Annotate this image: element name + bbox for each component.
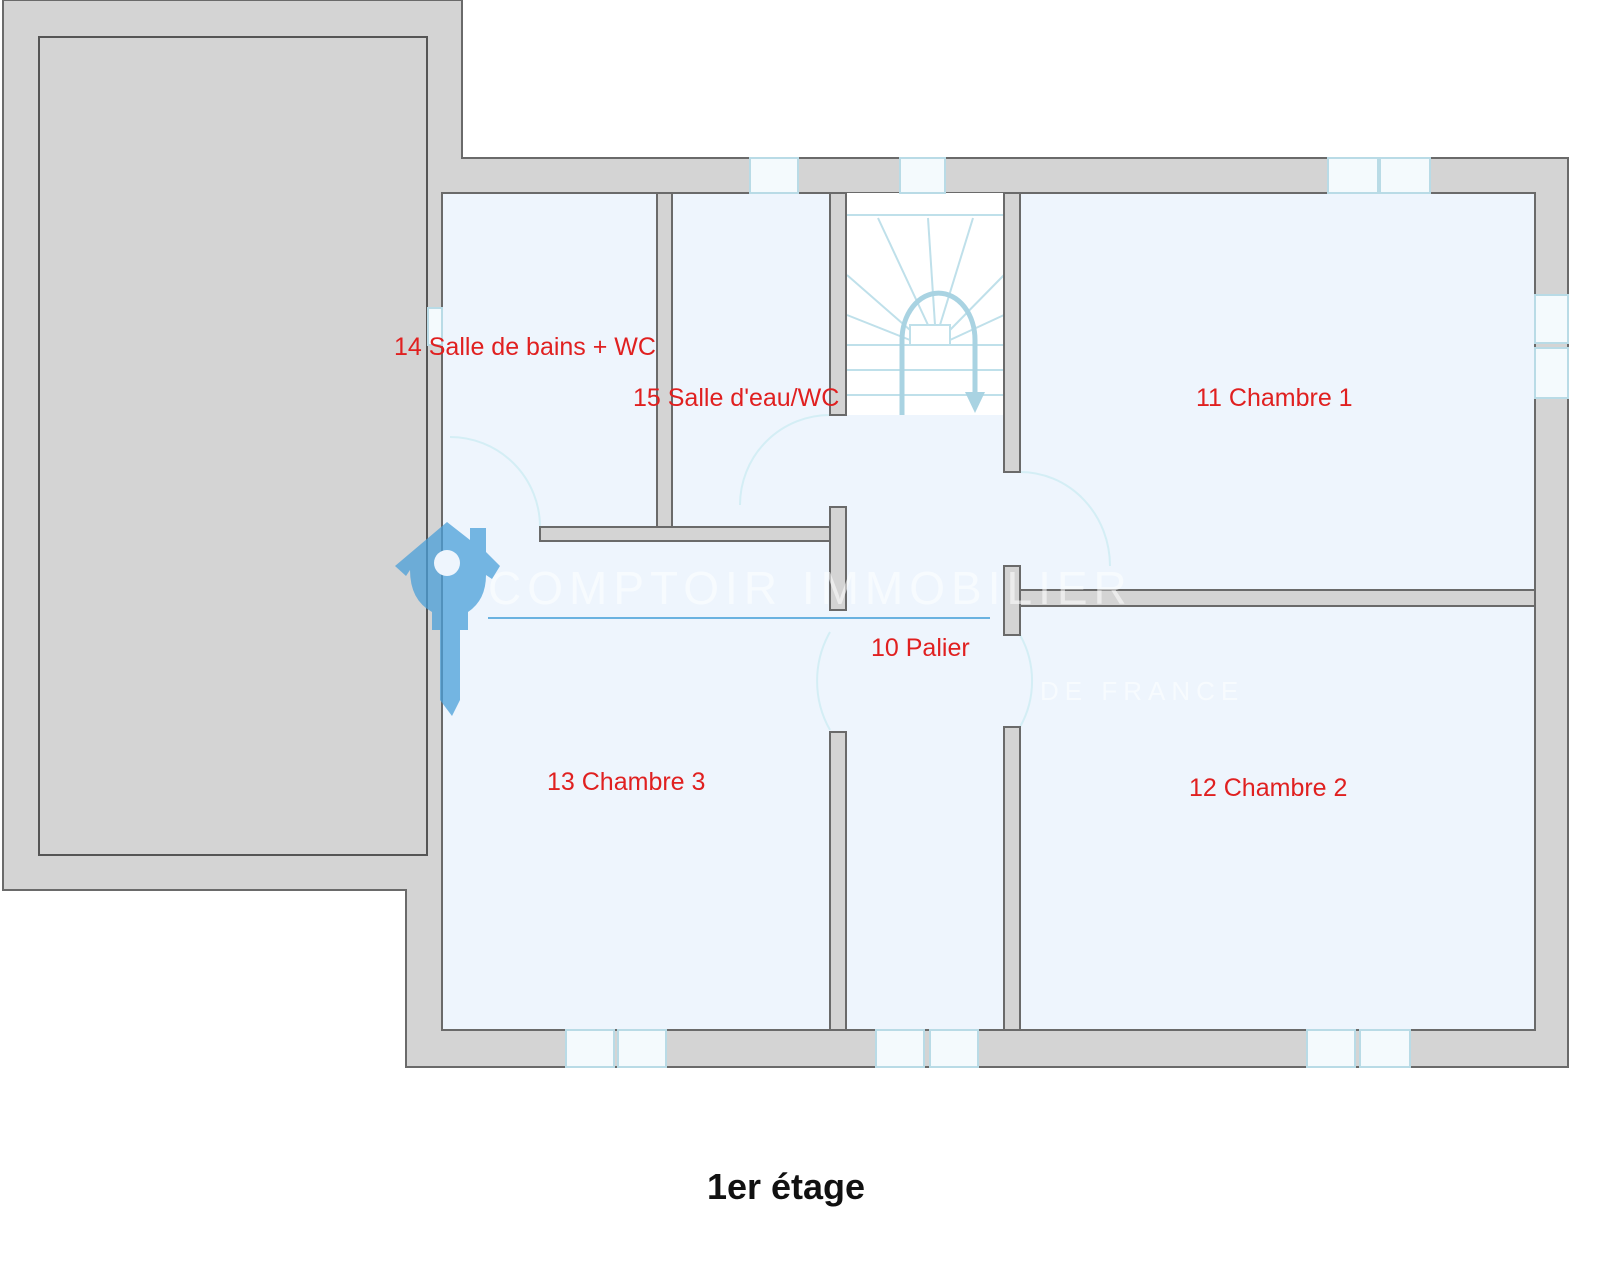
- floor-title: 1er étage: [707, 1166, 865, 1207]
- room-label-10: 10 Palier: [871, 634, 970, 662]
- windows: [427, 157, 1569, 1068]
- room-label-12: 12 Chambre 2: [1189, 774, 1347, 802]
- room-label-15: 15 Salle d'eau/WC: [633, 384, 839, 412]
- unfinished-area: [38, 36, 428, 856]
- company-logo: COMPTOIR IMMOBILIER DE FRANCE: [395, 522, 1244, 716]
- room-label-14: 14 Salle de bains + WC: [394, 333, 656, 361]
- staircase: [846, 193, 1005, 415]
- watermark-line2: DE FRANCE: [1040, 676, 1244, 706]
- room-label-13: 13 Chambre 3: [547, 768, 705, 796]
- watermark-line1: COMPTOIR IMMOBILIER: [488, 562, 1133, 614]
- house-key-icon: [395, 522, 500, 716]
- interior-walls: [539, 192, 1536, 1031]
- door-swings: [449, 414, 1111, 731]
- room-label-11: 11 Chambre 1: [1196, 384, 1353, 412]
